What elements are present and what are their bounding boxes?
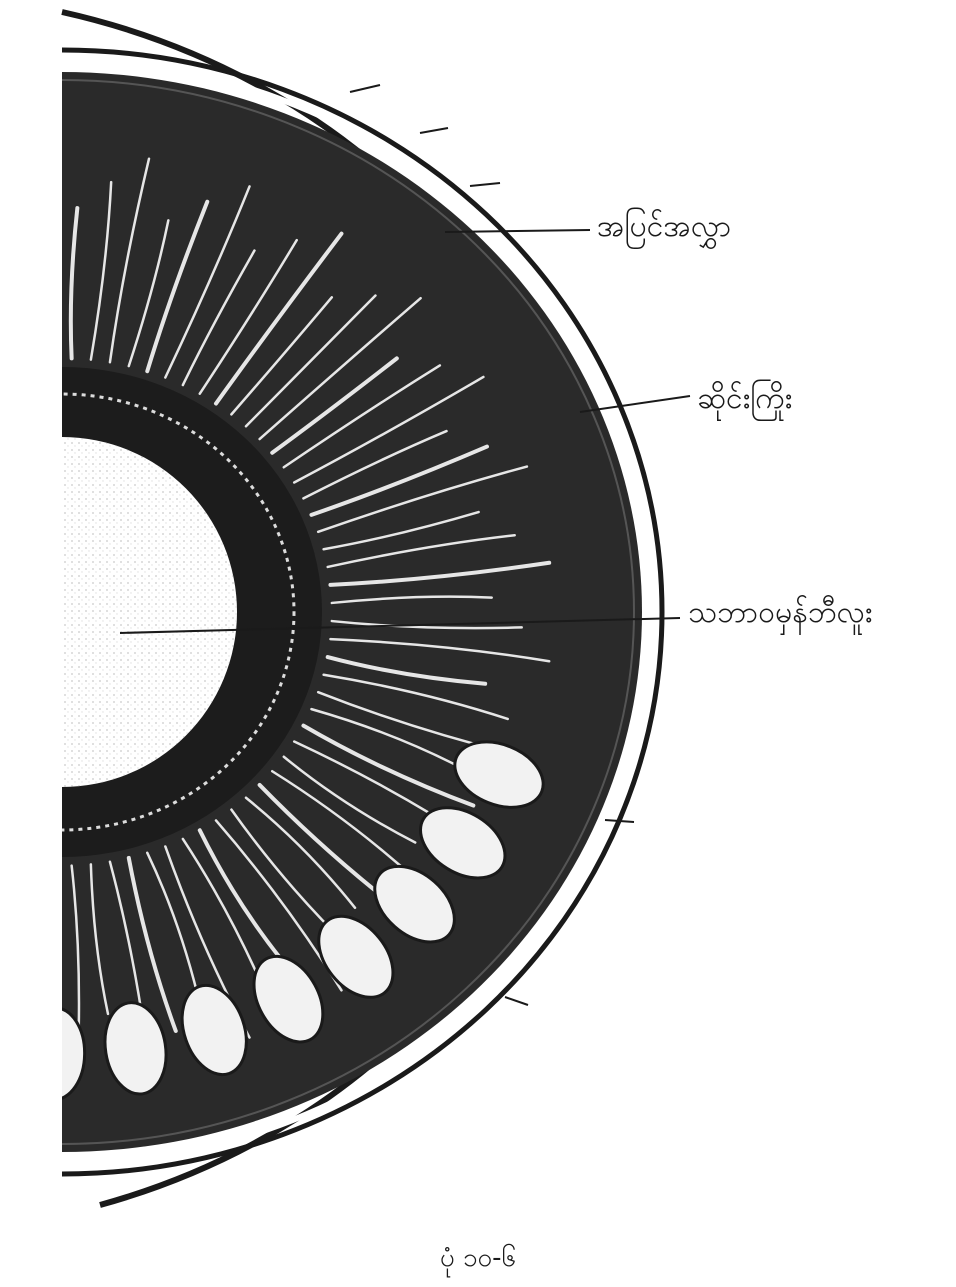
tissue-sector [0, 50, 662, 1174]
label-outer-layer: အပြင်အလွှာ [597, 212, 731, 242]
figure-caption: ပုံ ၁၀-၆ [0, 1240, 956, 1279]
label-natural-lens: သဘာဝမှန်ဘီလူး [688, 598, 872, 628]
ciliary-lobe [24, 1007, 85, 1100]
label-suspensory-ligament: ဆိုင်းကြိုး [697, 384, 792, 414]
